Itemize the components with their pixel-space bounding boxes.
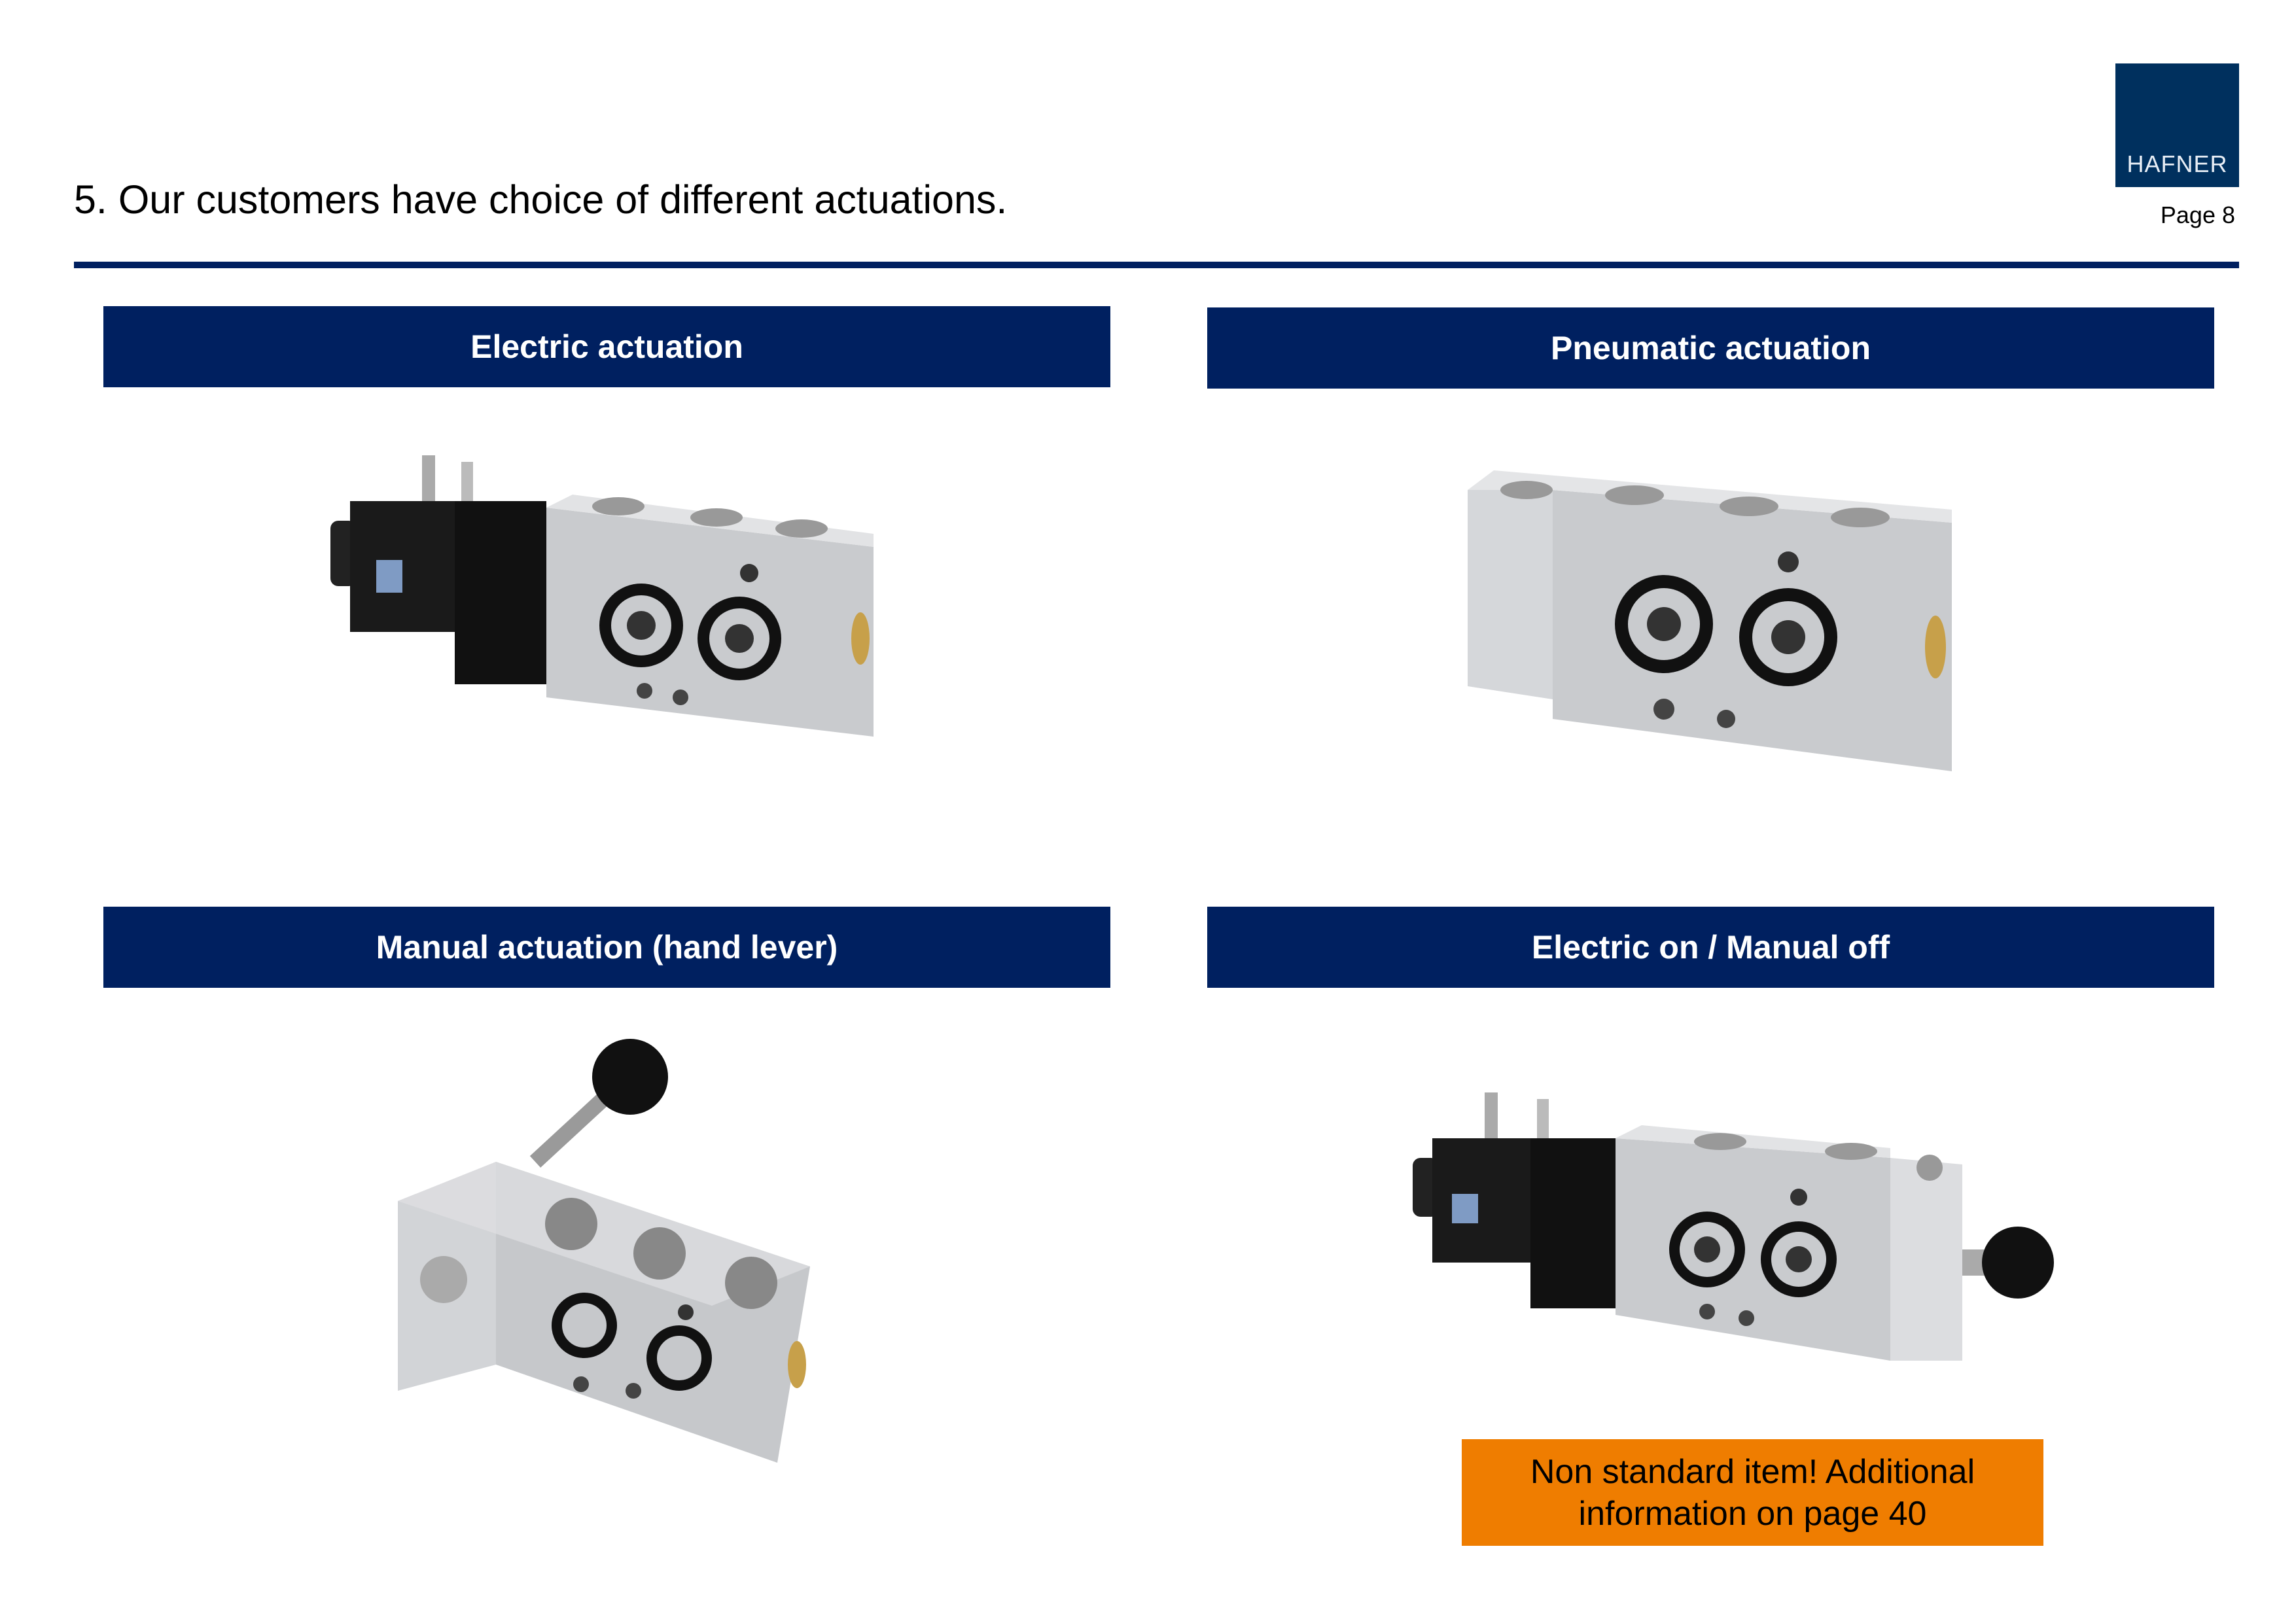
header-divider xyxy=(74,262,2239,268)
non-standard-item-note: Non standard item! Additional informatio… xyxy=(1462,1439,2043,1546)
section-header-electric: Electric actuation xyxy=(103,306,1110,387)
pneumatic-valve-image xyxy=(1468,470,1952,771)
section-header-manual: Manual actuation (hand lever) xyxy=(103,907,1110,988)
logo-text: HAFNER xyxy=(2127,150,2228,177)
solenoid-valve-image xyxy=(330,455,874,737)
solenoid-manual-valve-image xyxy=(1413,1092,2054,1361)
page-title: 5. Our customers have choice of differen… xyxy=(74,177,1008,222)
section-header-pneumatic: Pneumatic actuation xyxy=(1207,307,2214,389)
hand-lever-valve-image xyxy=(398,1039,810,1463)
hafner-logo: HAFNER xyxy=(2115,63,2239,187)
section-header-electric-manual: Electric on / Manual off xyxy=(1207,907,2214,988)
page-number: Page 8 xyxy=(2160,201,2235,228)
